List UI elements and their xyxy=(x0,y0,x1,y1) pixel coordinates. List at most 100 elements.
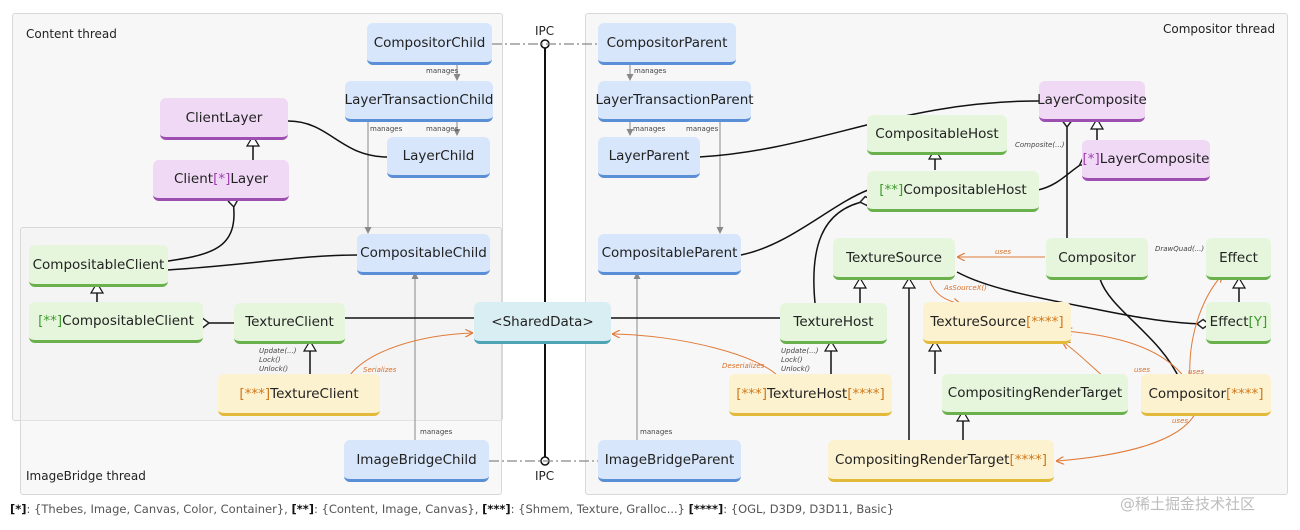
texture-client-label: TextureClient xyxy=(245,314,334,330)
compositor-thread-label: Compositor thread xyxy=(1163,22,1276,36)
client-star-layer-pre: Client xyxy=(173,171,214,187)
client-star-layer-tag: [*] xyxy=(213,171,231,187)
dstar-compositable-host-box: [**]CompositableHost xyxy=(867,171,1039,212)
compositor-parent-box: CompositorParent xyxy=(598,23,736,65)
compositable-host-label: CompositableHost xyxy=(875,125,999,142)
dstar-compositable-client-tag: [**] xyxy=(38,313,63,329)
compositable-parent-box: CompositableParent xyxy=(598,234,741,275)
dstar-compositable-client-box: [**]CompositableClient xyxy=(29,302,203,343)
client-layer-box: ClientLayer xyxy=(160,98,288,140)
uses-note-4: uses xyxy=(1172,417,1189,425)
compositing-render-target-4-tag: [****] xyxy=(1009,451,1047,468)
compositable-parent-label: CompositableParent xyxy=(601,245,738,261)
footnote-val-3: : {Shmem, Texture, Gralloc...} xyxy=(510,502,689,516)
serializes-note: Serializes xyxy=(363,366,397,374)
client-star-layer-post: Layer xyxy=(230,171,269,187)
compositable-client-label: CompositableClient xyxy=(32,256,165,273)
manages-note-5: manages xyxy=(633,125,666,133)
compositable-child-box: CompositableChild xyxy=(357,234,490,275)
compositor-label: Compositor xyxy=(1058,249,1136,266)
layer-composite-label: LayerComposite xyxy=(1037,92,1147,108)
texture-source-4-tag: [****] xyxy=(1026,313,1064,330)
layer-transaction-parent-label: LayerTransactionParent xyxy=(595,92,754,108)
imagebridge-child-label: ImageBridgeChild xyxy=(356,451,477,468)
tstar-texture-client-box: [***]TextureClient xyxy=(218,374,380,416)
footnote-val-4: : {OGL, D3D9, D3D11, Basic} xyxy=(723,502,895,516)
layer-parent-box: LayerParent xyxy=(598,137,700,178)
manages-note-4: manages xyxy=(426,125,459,133)
compositing-render-target-box: CompositingRenderTarget xyxy=(942,374,1128,415)
manages-note-3: manages xyxy=(370,125,403,133)
compositable-child-label: CompositableChild xyxy=(360,245,487,261)
compositor-4-tag: [****] xyxy=(1226,385,1264,402)
as-source-x-note: AsSourceX() xyxy=(944,284,987,292)
content-thread-label: Content thread xyxy=(26,27,117,41)
footnote-val-1: : {Thebes, Image, Canvas, Color, Contain… xyxy=(26,502,292,516)
layer-parent-label: LayerParent xyxy=(608,148,690,164)
texture-client-box: TextureClient xyxy=(234,303,345,344)
ipc-label-top: IPC xyxy=(535,24,555,38)
layer-transaction-parent-box: LayerTransactionParent xyxy=(595,81,754,122)
texture-host-methods: Update(...) Lock() Unlock() xyxy=(781,347,819,374)
manages-note-8: manages xyxy=(640,428,673,436)
texture-host-box: TextureHost xyxy=(780,303,887,344)
lock-method: Lock() xyxy=(259,356,281,364)
compositor-child-label: CompositorChild xyxy=(373,34,486,51)
imagebridge-parent-box: ImageBridgeParent xyxy=(598,440,741,482)
shared-data-box: <SharedData> xyxy=(474,302,611,344)
effect-y-box: Effect[Y] xyxy=(1206,302,1271,344)
client-layer-label: ClientLayer xyxy=(185,109,263,126)
composite-note: Composite(...) xyxy=(1015,141,1065,149)
tstar-texture-host-tag2: [****] xyxy=(847,385,885,402)
compositing-render-target-label: CompositingRenderTarget xyxy=(947,385,1123,401)
layer-child-label: LayerChild xyxy=(402,148,475,164)
tstar-texture-host-box: [***]TextureHost[****] xyxy=(729,374,892,416)
compositing-render-target-4-pre: CompositingRenderTarget xyxy=(835,451,1010,468)
imagebridge-child-box: ImageBridgeChild xyxy=(344,440,489,482)
texture-source-box: TextureSource xyxy=(833,238,955,280)
shared-data-label: <SharedData> xyxy=(491,313,594,330)
ipc-label-bottom: IPC xyxy=(535,469,555,483)
texture-client-methods: Update(...) Lock() Unlock() xyxy=(259,347,297,374)
texture-host-label: TextureHost xyxy=(793,314,874,330)
star-layer-composite-post: LayerComposite xyxy=(1099,151,1210,167)
layer-transaction-child-label: LayerTransactionChild xyxy=(344,92,494,108)
uses-note-2: uses xyxy=(1134,366,1151,374)
compositing-render-target-4-box: CompositingRenderTarget[****] xyxy=(828,440,1054,482)
imagebridge-thread-label: ImageBridge thread xyxy=(26,469,146,483)
update-method-host: Update(...) xyxy=(781,347,819,355)
compositor-4-box: Compositor[****] xyxy=(1141,374,1271,416)
tstar-texture-client-tag: [***] xyxy=(239,385,271,402)
dstar-compositable-host-tag: [**] xyxy=(879,182,904,198)
compositable-client-box: CompositableClient xyxy=(29,245,168,287)
manages-note-2: manages xyxy=(634,67,667,75)
layer-child-box: LayerChild xyxy=(387,137,490,178)
imagebridge-parent-label: ImageBridgeParent xyxy=(604,451,735,468)
tstar-texture-host-tag: [***] xyxy=(736,385,768,402)
unlock-method: Unlock() xyxy=(259,365,289,373)
footnote: [*]: {Thebes, Image, Canvas, Color, Cont… xyxy=(10,502,894,516)
compositable-host-box: CompositableHost xyxy=(867,115,1007,155)
texture-source-label: TextureSource xyxy=(846,249,942,266)
effect-label: Effect xyxy=(1219,249,1258,266)
deserializes-note: Deserializes xyxy=(722,362,765,370)
dstar-compositable-host-post: CompositableHost xyxy=(903,182,1027,198)
update-method: Update(...) xyxy=(259,347,297,355)
manages-note-7: manages xyxy=(420,428,453,436)
dstar-compositable-client-post: CompositableClient xyxy=(62,313,194,329)
compositor-box: Compositor xyxy=(1046,238,1148,280)
effect-y-pre: Effect xyxy=(1209,313,1249,330)
watermark: @稀土掘金技术社区 xyxy=(1120,495,1256,513)
tstar-texture-client-post: TextureClient xyxy=(270,385,359,402)
client-star-layer-box: Client[*]Layer xyxy=(153,160,289,201)
uses-note-3: uses xyxy=(1188,368,1205,376)
uses-note-1: uses xyxy=(995,248,1012,256)
effect-box: Effect xyxy=(1206,238,1271,280)
texture-source-4-pre: TextureSource xyxy=(930,313,1027,330)
texture-source-4-box: TextureSource[****] xyxy=(923,302,1071,344)
star-layer-composite-tag: [*] xyxy=(1082,151,1100,167)
footnote-key-2: [**] xyxy=(291,502,314,516)
manages-note-6: manages xyxy=(686,125,719,133)
manages-note-1: manages xyxy=(426,67,459,75)
footnote-val-2: : {Content, Image, Canvas}, xyxy=(314,502,483,516)
